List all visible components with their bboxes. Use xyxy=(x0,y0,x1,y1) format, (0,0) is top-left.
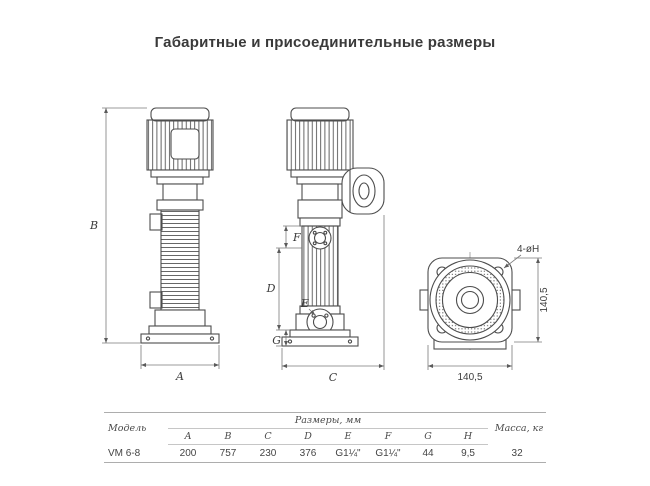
value-H: 9,5 xyxy=(461,448,475,459)
dim-label-B: B xyxy=(89,219,98,232)
dimensions-table: Модель Размеры, мм Масса, кг A B C D E F… xyxy=(104,412,547,463)
pump-dimension-drawing: B A xyxy=(89,107,550,384)
col-header-C: C xyxy=(248,428,288,445)
col-header-F: F xyxy=(368,428,408,445)
dim-label-bottom-140: 140,5 xyxy=(457,372,482,383)
value-E: G1¼" xyxy=(335,448,361,459)
col-header-G: G xyxy=(408,428,448,445)
dim-bottom-140: 140,5 xyxy=(427,345,513,383)
mass-value: 32 xyxy=(511,447,523,459)
dim-label-C: C xyxy=(329,371,338,384)
value-F: G1¼" xyxy=(375,448,401,459)
col-header-H: H xyxy=(448,428,489,445)
dim-holes: 4-øH xyxy=(503,244,539,269)
col-header-B: B xyxy=(208,428,248,445)
sizes-header: Размеры, мм xyxy=(168,412,489,429)
model-header: Модель xyxy=(108,423,147,435)
dim-label-F: F xyxy=(292,231,301,244)
model-value: VM 6-8 xyxy=(108,447,141,459)
dim-label-holes: 4-øH xyxy=(517,244,539,255)
dim-E: E xyxy=(300,297,316,316)
page-title: Габаритные и присоединительные размеры xyxy=(154,34,496,51)
dim-C: C xyxy=(281,215,385,384)
value-B: 757 xyxy=(219,448,237,459)
dim-label-E: E xyxy=(300,297,309,310)
col-header-D: D xyxy=(288,428,328,445)
dim-label-side-140: 140,5 xyxy=(539,287,550,312)
table-row: VM 6-8 200 757 230 376 G1¼" G1¼" 44 9,5 … xyxy=(104,445,546,463)
pump-top-view xyxy=(419,252,521,350)
col-header-A: A xyxy=(168,428,208,445)
mass-header: Масса, кг xyxy=(494,423,544,435)
col-header-E: E xyxy=(328,428,368,445)
value-A: 200 xyxy=(179,448,197,459)
dim-label-A: A xyxy=(175,370,184,383)
dim-A: A xyxy=(140,345,220,383)
dim-label-G: G xyxy=(272,334,281,347)
dim-F: F xyxy=(276,225,302,249)
pump-side-view xyxy=(140,107,220,344)
value-G: 44 xyxy=(422,448,434,459)
dim-label-D: D xyxy=(266,282,276,295)
dim-G: G xyxy=(272,330,288,347)
dim-D: D xyxy=(266,248,290,331)
value-D: 376 xyxy=(299,448,317,459)
dim-B: B xyxy=(89,107,147,344)
dim-side-140: 140,5 xyxy=(514,257,550,343)
value-C: 230 xyxy=(259,448,277,459)
pump-front-view xyxy=(281,107,385,347)
